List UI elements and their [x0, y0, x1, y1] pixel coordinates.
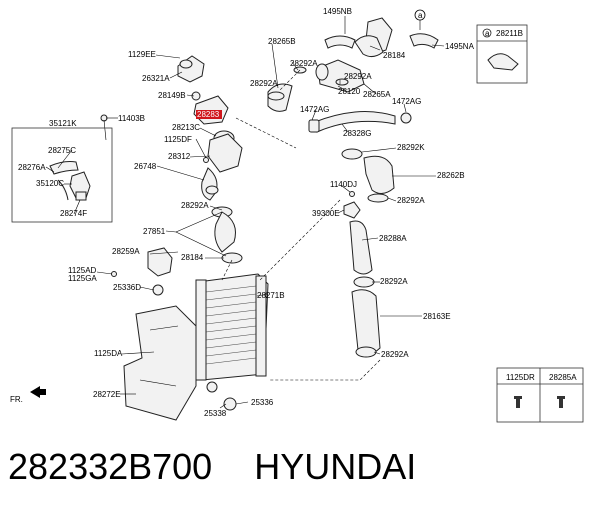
- callout-box-28211b: [476, 24, 528, 84]
- label-25336d: 25336D: [113, 283, 141, 292]
- dashed-connectors: [221, 69, 381, 381]
- label-28292a-lower-right: 28292A: [380, 277, 408, 286]
- label-35120c: 35120C: [36, 179, 64, 188]
- label-35121k: 35121K: [49, 119, 77, 128]
- label-28265b: 28265B: [268, 37, 296, 46]
- part-number: 282332B700: [8, 446, 213, 487]
- part-caption: 282332B700 HYUNDAI: [8, 446, 598, 506]
- part-labels: 1495NB 28265B 1129EE 28292A 28292A 28292…: [10, 7, 577, 418]
- label-28213c: 28213C: [172, 123, 200, 132]
- air-guide: [123, 305, 197, 421]
- label-28265a: 28265A: [363, 90, 391, 99]
- label-28292a-mid-left: 28292A: [181, 201, 209, 210]
- label-1125da: 1125DA: [94, 349, 123, 358]
- label-1125dr: 1125DR: [506, 373, 535, 382]
- label-1472ag-mid: 1472AG: [300, 105, 329, 114]
- label-1129ee: 1129EE: [128, 50, 156, 59]
- part-26321a: [177, 55, 205, 83]
- label-28184-top: 28184: [383, 51, 406, 60]
- clamp-1495na: [409, 33, 439, 49]
- part-39300e: [343, 201, 361, 219]
- hose-28184-part: [354, 35, 384, 58]
- label-25336: 25336: [251, 398, 274, 407]
- label-39300e: 39300E: [312, 209, 340, 218]
- highlight-badge-label: 28283: [197, 110, 220, 119]
- label-1472ag-right: 1472AG: [392, 97, 421, 106]
- hose-27851: [214, 211, 236, 253]
- hose-26748: [201, 167, 218, 201]
- label-28149b: 28149B: [158, 91, 186, 100]
- highlight-badge: [196, 110, 222, 119]
- label-28328g: 28328G: [343, 129, 371, 138]
- label-1495nb: 1495NB: [323, 7, 352, 16]
- brand-name: HYUNDAI: [254, 446, 417, 487]
- label-28274f: 28274F: [60, 209, 87, 218]
- label-28184-mid: 28184: [181, 253, 204, 262]
- label-26321a: 26321A: [142, 74, 170, 83]
- label-28285a: 28285A: [549, 373, 577, 382]
- label-28292a-bottom: 28292A: [381, 350, 409, 359]
- label-1495na: 1495NA: [445, 42, 475, 51]
- label-27851: 27851: [143, 227, 166, 236]
- label-1125df: 1125DF: [164, 135, 192, 144]
- hose-28288a: [349, 220, 373, 275]
- parts-diagram: 28283: [10, 7, 584, 423]
- label-front: FR.: [10, 395, 23, 404]
- air-guide-28272e: [123, 305, 197, 421]
- hose-28163e: [351, 289, 381, 354]
- callout-a-box-letter: a: [485, 29, 490, 38]
- lower-left-hose-group: [111, 206, 243, 296]
- hose-28328g: [314, 111, 396, 133]
- label-1140dj: 1140DJ: [330, 180, 357, 189]
- label-28276a: 28276A: [18, 163, 46, 172]
- bracket-28259a: [147, 247, 173, 277]
- label-28272e: 28272E: [93, 390, 121, 399]
- upper-hose-group: [267, 9, 439, 133]
- label-1125ad: 1125AD: [68, 266, 97, 275]
- label-11403b: 11403B: [118, 114, 145, 123]
- hose-28262b: [363, 155, 395, 194]
- label-28292a-left: 28292A: [250, 79, 278, 88]
- label-28292k: 28292K: [397, 143, 425, 152]
- label-28292a-right: 28292A: [344, 72, 372, 81]
- sensor-box-35121k: [11, 127, 113, 223]
- label-28262b: 28262B: [437, 171, 465, 180]
- callout-a-diagram-letter: a: [418, 11, 423, 20]
- part-28275c: [49, 161, 79, 175]
- label-28312: 28312: [168, 152, 191, 161]
- label-28271b: 28271B: [257, 291, 285, 300]
- right-hose-group: [341, 148, 395, 358]
- label-28163e: 28163E: [423, 312, 451, 321]
- label-28288a: 28288A: [379, 234, 407, 243]
- label-28120: 28120: [338, 87, 361, 96]
- intercooler-28271b: [195, 273, 269, 411]
- label-28292a-top: 28292A: [290, 59, 318, 68]
- label-28275c: 28275C: [48, 146, 76, 155]
- front-arrow-icon: [30, 386, 46, 398]
- leader-lines: [45, 16, 445, 409]
- fastener-table: [496, 367, 584, 423]
- label-25338: 25338: [204, 409, 227, 418]
- clamp-1495nb: [324, 35, 356, 49]
- part-28312: [207, 133, 243, 173]
- label-28259a: 28259A: [112, 247, 140, 256]
- label-28211b: 28211B: [496, 29, 523, 38]
- label-26748: 26748: [134, 162, 157, 171]
- label-1125ga: 1125GA: [68, 274, 97, 283]
- label-28292a-mid-right: 28292A: [397, 196, 425, 205]
